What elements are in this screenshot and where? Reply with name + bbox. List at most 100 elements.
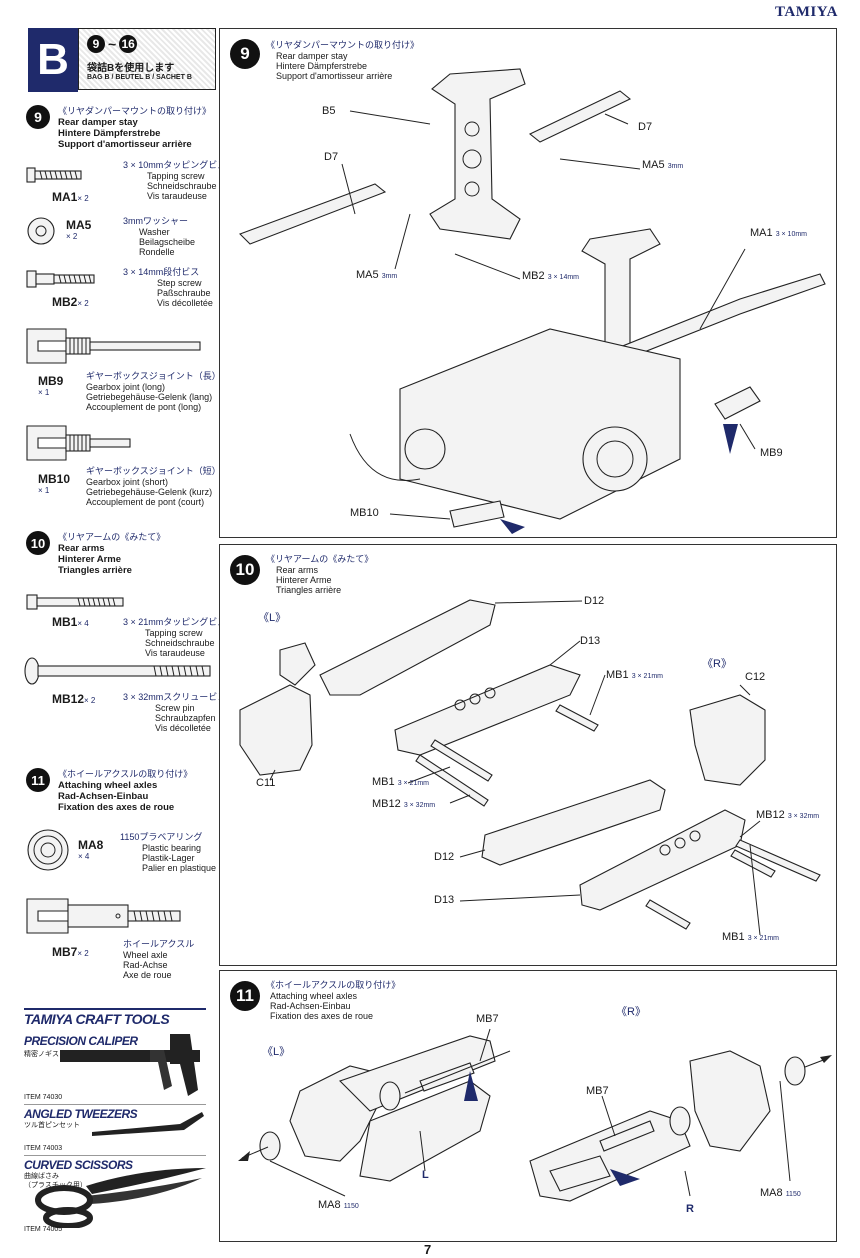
panel11-badge: 11 [230, 981, 260, 1011]
label-ma8-right: MA8 1150 [760, 1187, 801, 1199]
label-c11: C11 [256, 777, 276, 789]
label-l-arm: L [422, 1169, 429, 1181]
wheel-axle-icon-mb7 [26, 898, 181, 934]
tool-tweezers-item: ITEM 74003 [24, 1145, 63, 1152]
washer-icon-ma5 [27, 217, 55, 245]
brand-logo: TAMIYA [774, 4, 838, 20]
label-ma1: MA1 3 × 10mm [750, 227, 808, 239]
ma5-label: MA5 × 2 [66, 218, 92, 241]
tool-tweezers-name: ANGLED TWEEZERS [24, 1107, 138, 1121]
mb7-code: MB7 [52, 945, 78, 959]
page-number: 7 [424, 1242, 432, 1257]
caliper-icon [60, 1034, 200, 1096]
step9-badge: 9 [26, 105, 50, 129]
label-mb1-lower: MB1 3 × 21mm [722, 931, 780, 943]
step-from: 9 [87, 35, 105, 53]
mb7-qty: × 2 [77, 949, 89, 958]
step10-badge: 10 [26, 531, 50, 555]
panel11-title: 《ホイールアクスルの取り付け》 Attaching wheel axles Ra… [266, 980, 401, 1021]
label-ma5-right: MA5 3mm [642, 159, 684, 171]
label-d13-lower: D13 [434, 894, 455, 906]
tool-caliper-name: PRECISION CALIPER [24, 1034, 138, 1048]
label-mb7-left: MB7 [476, 1013, 499, 1025]
ma8-label: MA8 × 4 [78, 838, 104, 861]
mb12-desc: 3 × 32mmスクリュービン Screw pin Schraubzapfen … [123, 692, 227, 733]
label-b5: B5 [322, 105, 336, 117]
label-mb12-right: MB12 3 × 32mm [756, 809, 820, 821]
bag-jp: 袋詰Bを使用します [87, 63, 175, 74]
side-right-label-11: 《R》 [616, 1006, 646, 1018]
rear-damper-stay-diagram [239, 68, 826, 534]
tweezers-icon [92, 1112, 204, 1136]
ma1-code: MA1 [52, 190, 78, 204]
label-r-arm: R [686, 1203, 694, 1215]
tilde: ~ [108, 36, 117, 52]
ma8-desc: 1150プラベアリング Plastic bearing Plastik-Lage… [120, 832, 217, 873]
label-d12-upper: D12 [584, 595, 605, 607]
step9-title-left: 《リヤダンパーマウントの取り付け》 Rear damper stay Hinte… [58, 106, 212, 150]
panel10-title: 《リヤアームの《みたて》 Rear arms Hinterer Arme Tri… [266, 554, 374, 595]
step10-title-left: 《リヤアームの《みたて》 Rear arms Hinterer Arme Tri… [58, 532, 166, 576]
scissors-icon [35, 1168, 206, 1228]
tools-header: TAMIYA CRAFT TOOLS [24, 1011, 170, 1027]
mb10-label: MB10 × 1 [38, 472, 71, 495]
mb1-desc: 3 × 21mmタッピングビス Tapping screw Schneidsch… [123, 617, 227, 658]
mb1-code: MB1 [52, 615, 78, 629]
label-mb12-left: MB12 3 × 32mm [372, 798, 436, 810]
tool-caliper-jp: 精密ノギス [24, 1051, 59, 1058]
side-left-label-11: 《L》 [262, 1046, 291, 1058]
step-screw-icon-mb2 [26, 270, 95, 288]
tool-scissors-name: CURVED SCISSORS [24, 1158, 133, 1172]
step11-title-left: 《ホイールアクスルの取り付け》 Attaching wheel axles Ra… [58, 769, 193, 813]
mb1-qty: × 4 [77, 619, 89, 628]
gearbox-joint-short-icon [26, 425, 131, 461]
mb9-label: MB9 × 1 [38, 374, 64, 397]
tools-divider-2 [24, 1104, 206, 1105]
label-mb1-mid: MB1 3 × 21mm [372, 776, 430, 788]
ma5-desc: 3mmワッシャー Washer Beilagscheibe Rondelle [123, 216, 196, 257]
label-mb9: MB9 [760, 447, 783, 459]
label-d12-lower: D12 [434, 851, 455, 863]
ma1-desc: 3 × 10mmタッピングビス Tapping screw Schneidsch… [123, 160, 227, 201]
mb10-desc: ギヤーボックスジョイント（短） Gearbox joint (short) Ge… [86, 466, 221, 507]
label-c12: C12 [745, 671, 766, 683]
screw-icon-mb1 [26, 594, 124, 610]
panel-step9: 9 《リヤダンパーマウントの取り付け》 Rear damper stay Hin… [219, 28, 837, 538]
tool-scissors-item: ITEM 74005 [24, 1226, 63, 1233]
bag-info: 9 ~ 16 袋詰Bを使用します BAG B / BEUTEL B / SACH… [78, 28, 216, 90]
panel-step11: 11 《ホイールアクスルの取り付け》 Attaching wheel axles… [219, 970, 837, 1242]
label-mb7-right: MB7 [586, 1085, 609, 1097]
tools-divider-3 [24, 1155, 206, 1156]
ma1-qty: × 2 [77, 194, 89, 203]
mb12-qty: × 2 [84, 696, 96, 705]
mb12-code: MB12 [52, 692, 85, 706]
mb7-desc: ホイールアクスル Wheel axle Rad-Achse Axe de rou… [123, 939, 195, 980]
label-ma5-left: MA5 3mm [356, 269, 398, 281]
bearing-icon-ma8 [27, 829, 69, 871]
mb9-desc: ギヤーボックスジョイント（長） Gearbox joint (long) Get… [86, 371, 221, 412]
side-right-label: 《R》 [702, 658, 732, 670]
step11-badge: 11 [26, 768, 50, 792]
tool-caliper-item: ITEM 74030 [24, 1094, 63, 1101]
label-d7-right: D7 [638, 121, 653, 133]
screw-pin-icon-mb12 [24, 657, 211, 685]
panel10-badge: 10 [230, 555, 260, 585]
label-d13-upper: D13 [580, 635, 601, 647]
step-to: 16 [119, 35, 138, 53]
bag-letter: B [28, 28, 78, 92]
wheel-axle-diagram [238, 1028, 832, 1202]
mb2-desc: 3 × 14mm段付ビス Step screw Paßschraube Vis … [123, 267, 213, 308]
panel-step10: 10 《リヤアームの《みたて》 Rear arms Hinterer Arme … [219, 544, 837, 966]
label-d7-left: D7 [324, 151, 339, 163]
mb2-qty: × 2 [77, 299, 89, 308]
gearbox-joint-long-icon [26, 328, 201, 364]
panel9-badge: 9 [230, 39, 260, 69]
mb2-code: MB2 [52, 295, 78, 309]
screw-icon-ma1 [26, 167, 82, 183]
tool-tweezers-jp: ツル首ピンセット [24, 1122, 80, 1129]
tools-divider [24, 1008, 206, 1010]
label-mb2: MB2 3 × 14mm [522, 270, 580, 282]
bag-languages: BAG B / BEUTEL B / SACHET B [87, 74, 192, 81]
tool-scissors-jp: 曲線ばさみ （プラスチック用） [24, 1173, 87, 1189]
label-ma8-left: MA8 1150 [318, 1199, 359, 1211]
